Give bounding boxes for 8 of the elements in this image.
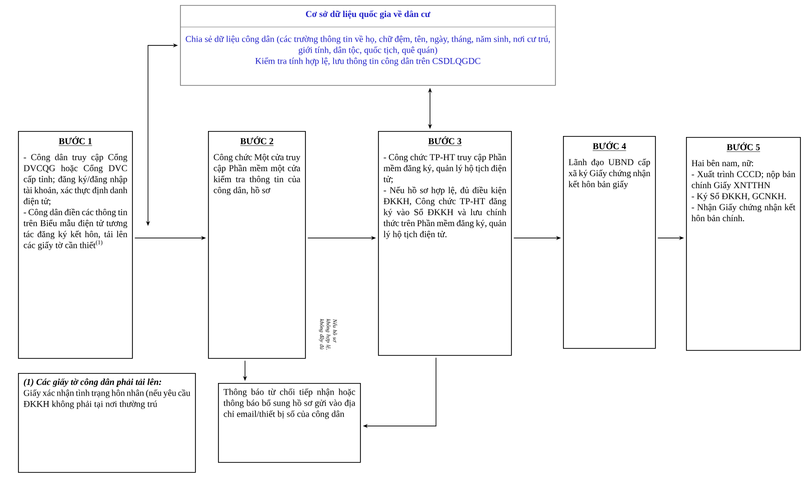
footnote-box: (1) Các giấy tờ công dân phải tải lên: Giấy xác nhận tình trạng hôn nhân (nếu yêu cầu ĐKKH không phải tại nơi thường trú — [18, 372, 196, 473]
notice-box: Thông báo từ chối tiếp nhận hoặc thông báo bổ sung hồ sơ gửi vào địa chỉ email/thiết bị số của công dân — [218, 382, 361, 463]
database-box: Cơ sở dữ liệu quốc gia về dân cư Chia sẻ dữ liệu công dân (các trường thông tin về họ, chữ đệm, tên, ngày, tháng, năm sinh, nơi cư trú, giới tính, dân tộc, quốc tịch, quê quán) Kiểm tra tính hợp lệ, lưu thông tin công dân trên CSDLQGDC — [180, 4, 556, 86]
step-box: BƯỚC 5 Hai bên nam, nữ: - Xuất trình CCCD; nộp bản chính Giấy XNTTHN - Ký Sổ ĐKKH, GCNKH. - Nhận Giấy chứng nhận kết hôn bản chính. — [686, 136, 801, 351]
step-box: BƯỚC 3 - Công chức TP-HT truy cập Phần mềm đăng ký, quản lý hộ tịch điện tử; - Nếu hồ sơ hợp lệ, đủ điều kiện ĐKKH, Công chức TP-HT đăng ký vào Sổ ĐKKH và lưu chính thức trên Phần mềm đăng ký, quản lý hộ tịch điện tử. — [378, 130, 512, 356]
step-box: BƯỚC 1 - Công dân truy cập Cổng DVCQG hoặc Cổng DVC cấp tỉnh; đăng ký/đăng nhập tài khoản, xác thực định danh điện tử; - Công dân điền các thông tin trên Biểu mẫu điện tử tương tác đăng ký kết hôn, tải lên các giấy tờ cần thiết$^{(1)}$ — [18, 130, 133, 359]
step-box: BƯỚC 2 Công chức Một cửa truy cập Phần mềm một cửa kiểm tra thông tin của công dân, hồ sơ — [208, 130, 306, 359]
step-box: BƯỚC 4 Lãnh đạo UBND cấp xã ký Giấy chứng nhận kết hôn bản giấy — [563, 136, 656, 349]
